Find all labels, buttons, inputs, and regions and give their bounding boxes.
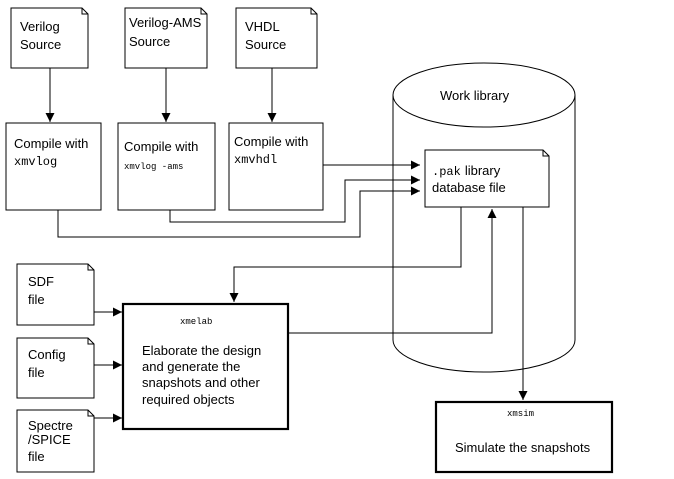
compile-verilog-box: Compile with xmvlog [5, 122, 102, 211]
pak-database-doc: .pak library database file [424, 149, 550, 208]
pak-label-line1: .pak library [432, 163, 501, 179]
elaborate-line2: and generate the [142, 359, 240, 374]
spice-line3: file [28, 449, 45, 464]
arrow-pak-to-elaborate [229, 207, 462, 302]
simulate-label: Simulate the snapshots [455, 440, 591, 455]
spice-file-doc: Spectre /SPICE file [16, 409, 95, 473]
vhdl-source-line2: Source [245, 37, 286, 52]
compile-vhdl-command: xmvhdl [234, 153, 277, 167]
verilog-ams-source-line2: Source [129, 34, 170, 49]
simulate-box: xmsim Simulate the snapshots [434, 400, 614, 474]
arrow-verilog-compile-to-pak [57, 186, 420, 238]
verilog-source-line1: Verilog [20, 19, 60, 34]
elaborate-command: xmelab [180, 317, 212, 327]
sdf-line1: SDF [28, 274, 54, 289]
elaborate-line3: snapshots and other [142, 375, 260, 390]
verilog-source-line2: Source [20, 37, 61, 52]
work-library-title: Work library [440, 88, 510, 103]
pak-library-text: library [465, 163, 501, 178]
arrow-elaborate-to-pak [289, 209, 497, 334]
compile-vhdl-box: Compile with xmvhdl [228, 122, 324, 211]
simulate-command: xmsim [507, 409, 534, 419]
compile-verilog-command: xmvlog [14, 155, 57, 169]
elaborate-line4: required objects [142, 392, 235, 407]
config-line1: Config [28, 347, 66, 362]
work-library-cylinder: Work library [392, 62, 576, 373]
elaborate-line1: Elaborate the design [142, 343, 261, 358]
elaborate-box: xmelab Elaborate the design and generate… [121, 302, 290, 431]
arrow-ams-compile-to-pak [169, 175, 420, 223]
compile-verilog-label: Compile with [14, 136, 88, 151]
spice-line1: Spectre [28, 418, 73, 433]
verilog-ams-source-line1: Verilog-AMS [129, 15, 202, 30]
vhdl-source-doc: VHDL Source [235, 7, 318, 69]
spice-line2: /SPICE [28, 432, 71, 447]
config-line2: file [28, 365, 45, 380]
config-file-doc: Config file [16, 337, 95, 399]
compile-ams-label: Compile with [124, 139, 198, 154]
compile-vhdl-label: Compile with [234, 134, 308, 149]
verilog-ams-source-doc: Verilog-AMS Source [124, 7, 208, 69]
sdf-file-doc: SDF file [16, 263, 95, 326]
compile-ams-box: Compile with xmvlog -ams [117, 122, 216, 211]
sdf-line2: file [28, 292, 45, 307]
pak-command: .pak [432, 165, 461, 179]
vhdl-source-line1: VHDL [245, 19, 280, 34]
verilog-source-doc: Verilog Source [10, 7, 89, 69]
compile-ams-command: xmvlog -ams [124, 162, 183, 172]
pak-label-line2: database file [432, 180, 506, 195]
